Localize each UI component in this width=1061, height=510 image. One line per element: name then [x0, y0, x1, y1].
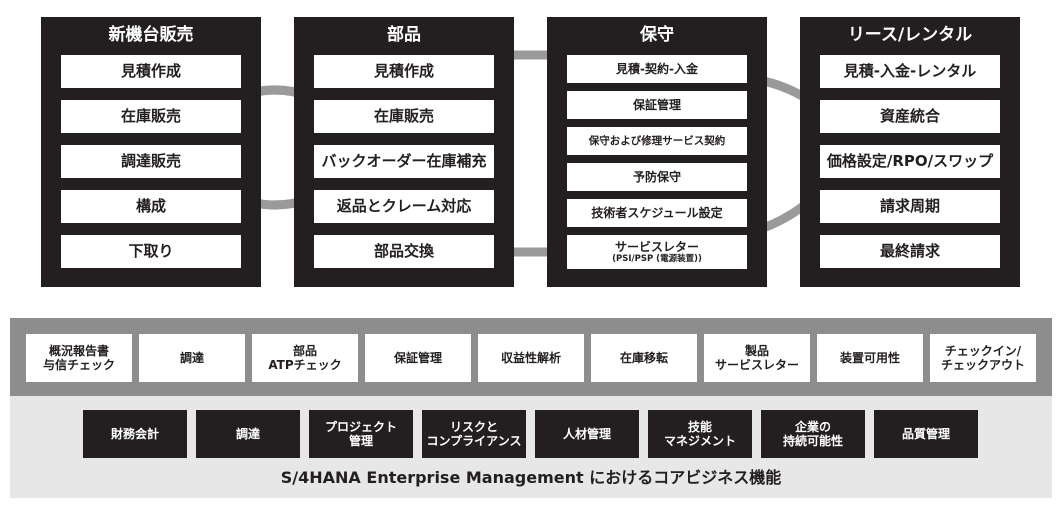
- panel-item: 最終請求: [820, 235, 1000, 268]
- panel-title: 部品: [387, 25, 421, 45]
- shared-function-box: 部品 ATPチェック: [252, 334, 358, 382]
- panel-new-machine-sales: 新機台販売 見積作成 在庫販売 調達販売 構成 下取り: [41, 17, 261, 287]
- core-function-box: 人材管理: [535, 410, 639, 458]
- shared-function-box: 装置可用性: [817, 334, 923, 382]
- panel-item: 見積-入金-レンタル: [820, 55, 1000, 88]
- panel-item: 部品交換: [314, 235, 494, 268]
- panel-item: 見積-契約-入金: [567, 55, 747, 83]
- panel-item: 在庫販売: [61, 100, 241, 133]
- core-function-box: 調達: [196, 410, 300, 458]
- core-function-box: 財務会計: [83, 410, 187, 458]
- shared-function-box: チェックイン/ チェックアウト: [930, 334, 1036, 382]
- panel-item: サービスレター (PSI/PSP (電源装置)): [567, 235, 747, 269]
- panel-item: 在庫販売: [314, 100, 494, 133]
- panel-item: 資産統合: [820, 100, 1000, 133]
- panel-item: 予防保守: [567, 163, 747, 191]
- panel-item: 保守および修理サービス契約: [567, 127, 747, 155]
- panel-item: バックオーダー在庫補充: [314, 145, 494, 178]
- shared-function-box: 概況報告書 与信チェック: [26, 334, 132, 382]
- panel-item-sub: (PSI/PSP (電源装置)): [612, 253, 702, 264]
- shared-function-box: 製品 サービスレター: [704, 334, 810, 382]
- panel-item: 価格設定/RPO/スワップ: [820, 145, 1000, 178]
- panel-lease-rental: リース/レンタル 見積-入金-レンタル 資産統合 価格設定/RPO/スワップ 請…: [800, 17, 1020, 287]
- panel-item: 返品とクレーム対応: [314, 190, 494, 223]
- panel-parts: 部品 見積作成 在庫販売 バックオーダー在庫補充 返品とクレーム対応 部品交換: [294, 17, 514, 287]
- panel-item: 下取り: [61, 235, 241, 268]
- panel-title: 新機台販売: [108, 25, 194, 45]
- panel-title: 保守: [640, 25, 674, 45]
- panel-item: 構成: [61, 190, 241, 223]
- panel-maintenance: 保守 見積-契約-入金 保証管理 保守および修理サービス契約 予防保守 技術者ス…: [547, 17, 767, 287]
- shared-function-box: 保証管理: [365, 334, 471, 382]
- panel-item: 技術者スケジュール設定: [567, 199, 747, 227]
- panel-item: 調達販売: [61, 145, 241, 178]
- core-function-box: プロジェクト 管理: [309, 410, 413, 458]
- panel-item: 保証管理: [567, 91, 747, 119]
- panel-item: 見積作成: [314, 55, 494, 88]
- core-functions-caption: S/4HANA Enterprise Management におけるコアビジネス…: [280, 468, 782, 487]
- panel-title: リース/レンタル: [847, 25, 973, 45]
- shared-function-box: 在庫移転: [591, 334, 697, 382]
- shared-function-box: 調達: [139, 334, 245, 382]
- core-function-box: リスクと コンプライアンス: [422, 410, 526, 458]
- panel-item: 請求周期: [820, 190, 1000, 223]
- core-function-box: 品質管理: [874, 410, 978, 458]
- core-function-box: 技能 マネジメント: [648, 410, 752, 458]
- panel-item: 見積作成: [61, 55, 241, 88]
- core-function-box: 企業の 持続可能性: [761, 410, 865, 458]
- shared-function-box: 収益性解析: [478, 334, 584, 382]
